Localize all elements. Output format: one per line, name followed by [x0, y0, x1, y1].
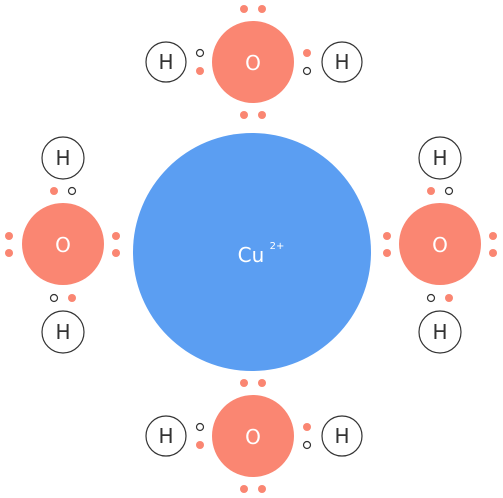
hydrogen-label: H: [158, 424, 173, 448]
lone-pair-dot: [489, 249, 497, 257]
oxygen-label-bottom: O: [245, 425, 261, 449]
lone-pair-dot: [112, 232, 120, 240]
hydrogen-electron: [195, 422, 205, 432]
hydrogen-electron: [444, 186, 454, 196]
copper-charge-label: 2+: [270, 241, 285, 252]
lone-pair-dot: [240, 379, 248, 387]
oxygen-atom-top: [212, 21, 294, 103]
lone-pair-dot: [383, 232, 391, 240]
oxygen-atom-right: [399, 203, 481, 285]
hydrogen-atom-left-bottom: [41, 310, 85, 354]
hydrogen-label: H: [55, 320, 70, 344]
lone-pair-dot: [258, 5, 266, 13]
oxygen-atom-left: [22, 203, 104, 285]
hydrogen-label: H: [334, 424, 349, 448]
hydrogen-label: H: [55, 146, 70, 170]
hydrogen-electron: [426, 293, 436, 303]
water-molecule-left: O H H: [5, 136, 120, 354]
oxygen-bond-electron: [303, 423, 311, 431]
hydrogen-label: H: [158, 50, 173, 74]
oxygen-atom-bottom: [212, 395, 294, 477]
lone-pair-dot: [240, 111, 248, 119]
oxygen-bond-electron: [303, 49, 311, 57]
oxygen-bond-electron: [196, 441, 204, 449]
oxygen-label-left: O: [55, 233, 71, 257]
oxygen-label-right: O: [432, 233, 448, 257]
oxygen-bond-electron: [196, 67, 204, 75]
hydrogen-electron: [67, 186, 77, 196]
lone-pair-dot: [5, 232, 13, 240]
lone-pair-dot: [258, 379, 266, 387]
oxygen-bond-electron: [50, 187, 58, 195]
hydrogen-electron: [195, 48, 205, 58]
copper-symbol-label: Cu: [238, 243, 265, 267]
lone-pair-dot: [489, 232, 497, 240]
lone-pair-dot: [258, 111, 266, 119]
lone-pair-dot: [258, 485, 266, 493]
hydrogen-atom-bottom-right: [321, 415, 363, 457]
hydrogen-atom-right-top: [418, 136, 462, 180]
hydrogen-electron: [302, 66, 312, 76]
lone-pair-dot: [240, 5, 248, 13]
water-molecule-top: O H H: [145, 5, 363, 119]
oxygen-bond-electron: [68, 294, 76, 302]
lone-pair-dot: [5, 249, 13, 257]
hydrogen-electron: [49, 293, 59, 303]
hydrogen-label: H: [432, 320, 447, 344]
copper-ion: [133, 133, 371, 371]
lone-pair-dot: [383, 249, 391, 257]
water-molecule-bottom: O H H: [145, 379, 363, 493]
hydrogen-atom-top-right: [321, 41, 363, 83]
hydrogen-label: H: [334, 50, 349, 74]
lone-pair-dot: [112, 249, 120, 257]
oxygen-bond-electron: [445, 294, 453, 302]
hydrogen-atom-right-bottom: [418, 310, 462, 354]
oxygen-bond-electron: [427, 187, 435, 195]
hydrogen-atom-left-top: [41, 136, 85, 180]
oxygen-label-top: O: [245, 51, 261, 75]
lone-pair-dot: [240, 485, 248, 493]
water-molecule-right: O H H: [383, 136, 497, 354]
hydrogen-atom-top-left: [145, 41, 187, 83]
hydrogen-atom-bottom-left: [145, 415, 187, 457]
hydrogen-label: H: [432, 146, 447, 170]
hydrogen-electron: [302, 440, 312, 450]
